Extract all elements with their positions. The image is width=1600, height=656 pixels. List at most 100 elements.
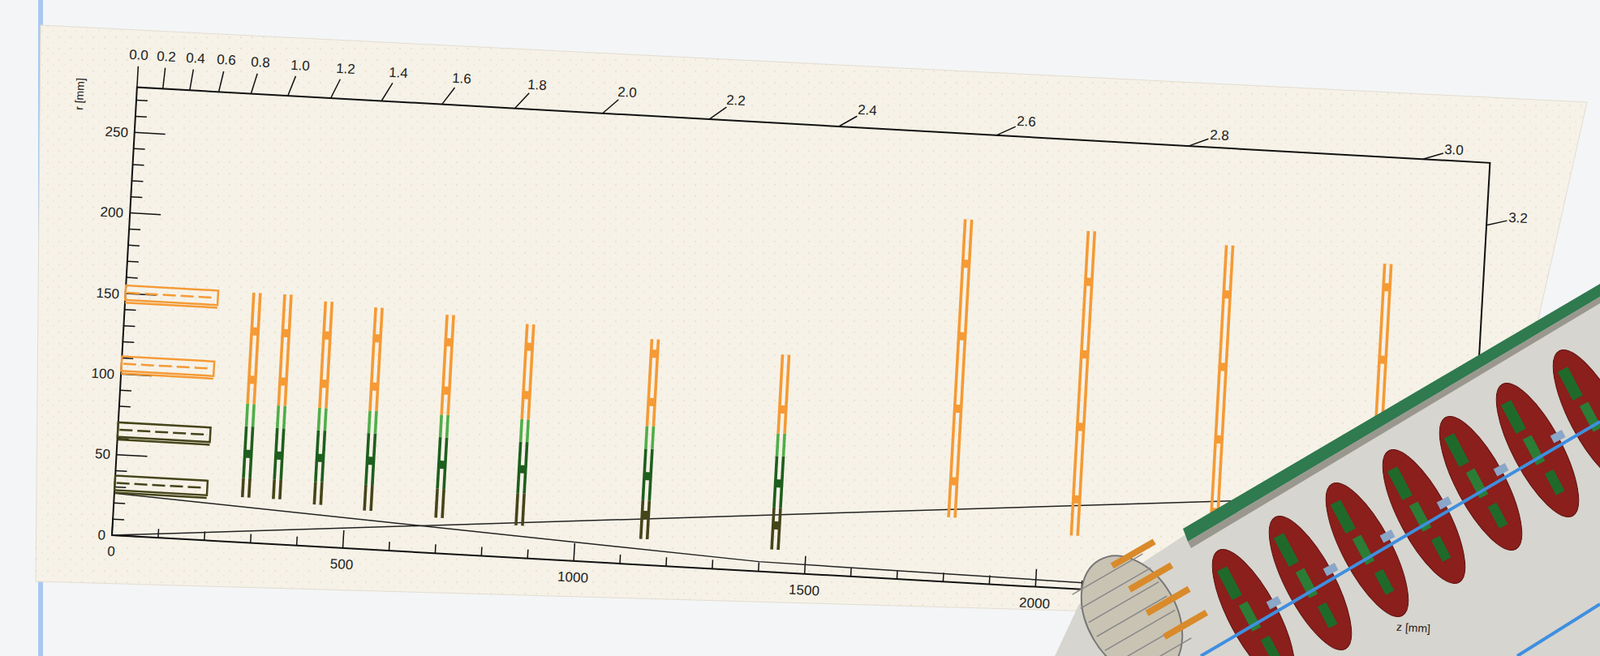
endcap-disk	[271, 294, 293, 500]
eta-label: 0.2	[156, 49, 177, 65]
endcap-disk	[946, 219, 973, 518]
endcap-disk	[362, 307, 384, 512]
z-tick-label: 1000	[557, 569, 590, 585]
z-tick	[850, 567, 852, 577]
eta-tick	[331, 78, 341, 99]
eta-label: 2.6	[1015, 114, 1037, 130]
tracker-render	[1054, 283, 1600, 656]
eta-label: 1.0	[289, 58, 310, 74]
z-tick	[526, 550, 529, 560]
r-tick	[126, 276, 138, 279]
r-tick	[122, 341, 134, 344]
eta-label: 0.4	[184, 51, 206, 66]
eta-tick	[1188, 137, 1209, 148]
z-tick	[434, 544, 437, 554]
eta-label: 2.8	[1208, 127, 1230, 142]
endcap-disk	[1069, 231, 1097, 537]
eta-tick	[381, 82, 393, 102]
eta-label: 3.0	[1444, 142, 1465, 158]
eta-label: 0.8	[250, 55, 271, 70]
eta-label: 2.2	[726, 93, 747, 108]
eta-tick	[709, 106, 727, 121]
z-tick-label: 1500	[787, 582, 820, 598]
r-tick	[133, 147, 146, 150]
eta-tick	[996, 125, 1016, 137]
r-tick	[124, 309, 137, 311]
z-tick	[249, 534, 252, 544]
r-tick-label: 250	[104, 124, 129, 141]
z-tick	[573, 543, 575, 562]
r-tick	[119, 405, 131, 408]
r-tick-label: 100	[90, 366, 115, 383]
z-tick	[619, 554, 621, 564]
eta-label: 0.0	[129, 47, 150, 63]
axis-title: z [mm]	[1395, 621, 1431, 635]
r-tick-label: 50	[94, 447, 111, 462]
r-tick	[123, 325, 135, 327]
endcap-disk	[313, 301, 335, 506]
z-tick	[481, 546, 483, 556]
z-tick-label: 2000	[1019, 595, 1051, 611]
endcap-disk	[639, 339, 660, 540]
r-tick	[112, 518, 125, 521]
axis-title: r [mm]	[73, 77, 87, 110]
z-tick-label: 0	[107, 544, 116, 560]
eta-label: 3.2	[1508, 210, 1529, 226]
r-tick	[131, 180, 143, 182]
r-tick	[133, 163, 145, 166]
eta-label: 0.6	[216, 52, 237, 68]
eta-label: 1.4	[388, 65, 409, 81]
r-tick	[115, 470, 127, 473]
z-tick	[111, 517, 113, 536]
r-tick	[134, 132, 166, 134]
eta-tick	[514, 92, 530, 110]
eta-label: 1.2	[335, 61, 356, 77]
endcap-disk	[434, 314, 456, 519]
r-tick	[135, 116, 147, 118]
eta-tick	[1423, 152, 1444, 161]
r-tick	[136, 99, 148, 102]
r-tick	[113, 503, 125, 505]
z-tick	[757, 563, 760, 573]
barrel-layer	[117, 422, 211, 447]
eta-label: 1.6	[451, 71, 473, 87]
eta-tick	[1486, 219, 1507, 228]
eta-tick	[250, 73, 258, 95]
eta-tick	[163, 68, 166, 90]
z-tick	[711, 559, 714, 569]
r-tick-label: 150	[95, 285, 120, 302]
r-tick	[114, 486, 126, 489]
r-tick	[116, 455, 148, 457]
endcap-disk	[769, 354, 791, 551]
r-tick	[130, 196, 142, 198]
barrel-layer	[124, 285, 219, 310]
z-tick	[665, 557, 667, 567]
z-tick	[896, 570, 899, 580]
eta-tick	[189, 68, 194, 91]
z-tick	[343, 530, 345, 549]
z-tick	[1035, 569, 1037, 588]
z-tick-label: 500	[330, 557, 354, 573]
z-tick	[296, 537, 298, 547]
eta-tick	[838, 115, 858, 128]
eta-label: 2.4	[856, 103, 878, 118]
endcap-disk	[514, 324, 535, 527]
endcap-disk	[240, 292, 263, 499]
eta-tick	[219, 71, 224, 93]
r-tick	[120, 389, 132, 392]
eta-tick	[288, 75, 297, 96]
r-tick	[128, 245, 140, 247]
z-tick	[388, 541, 391, 551]
r-tick	[127, 260, 139, 263]
eta-tick	[137, 66, 138, 88]
r-tick-label: 0	[97, 528, 106, 543]
eta-tick	[442, 86, 456, 105]
r-tick-label: 200	[99, 205, 124, 221]
r-tick	[129, 228, 141, 231]
eta-label: 1.8	[527, 77, 548, 92]
barrel-layer	[114, 475, 208, 499]
barrel-layer	[120, 356, 215, 380]
eta-tick	[602, 98, 620, 115]
